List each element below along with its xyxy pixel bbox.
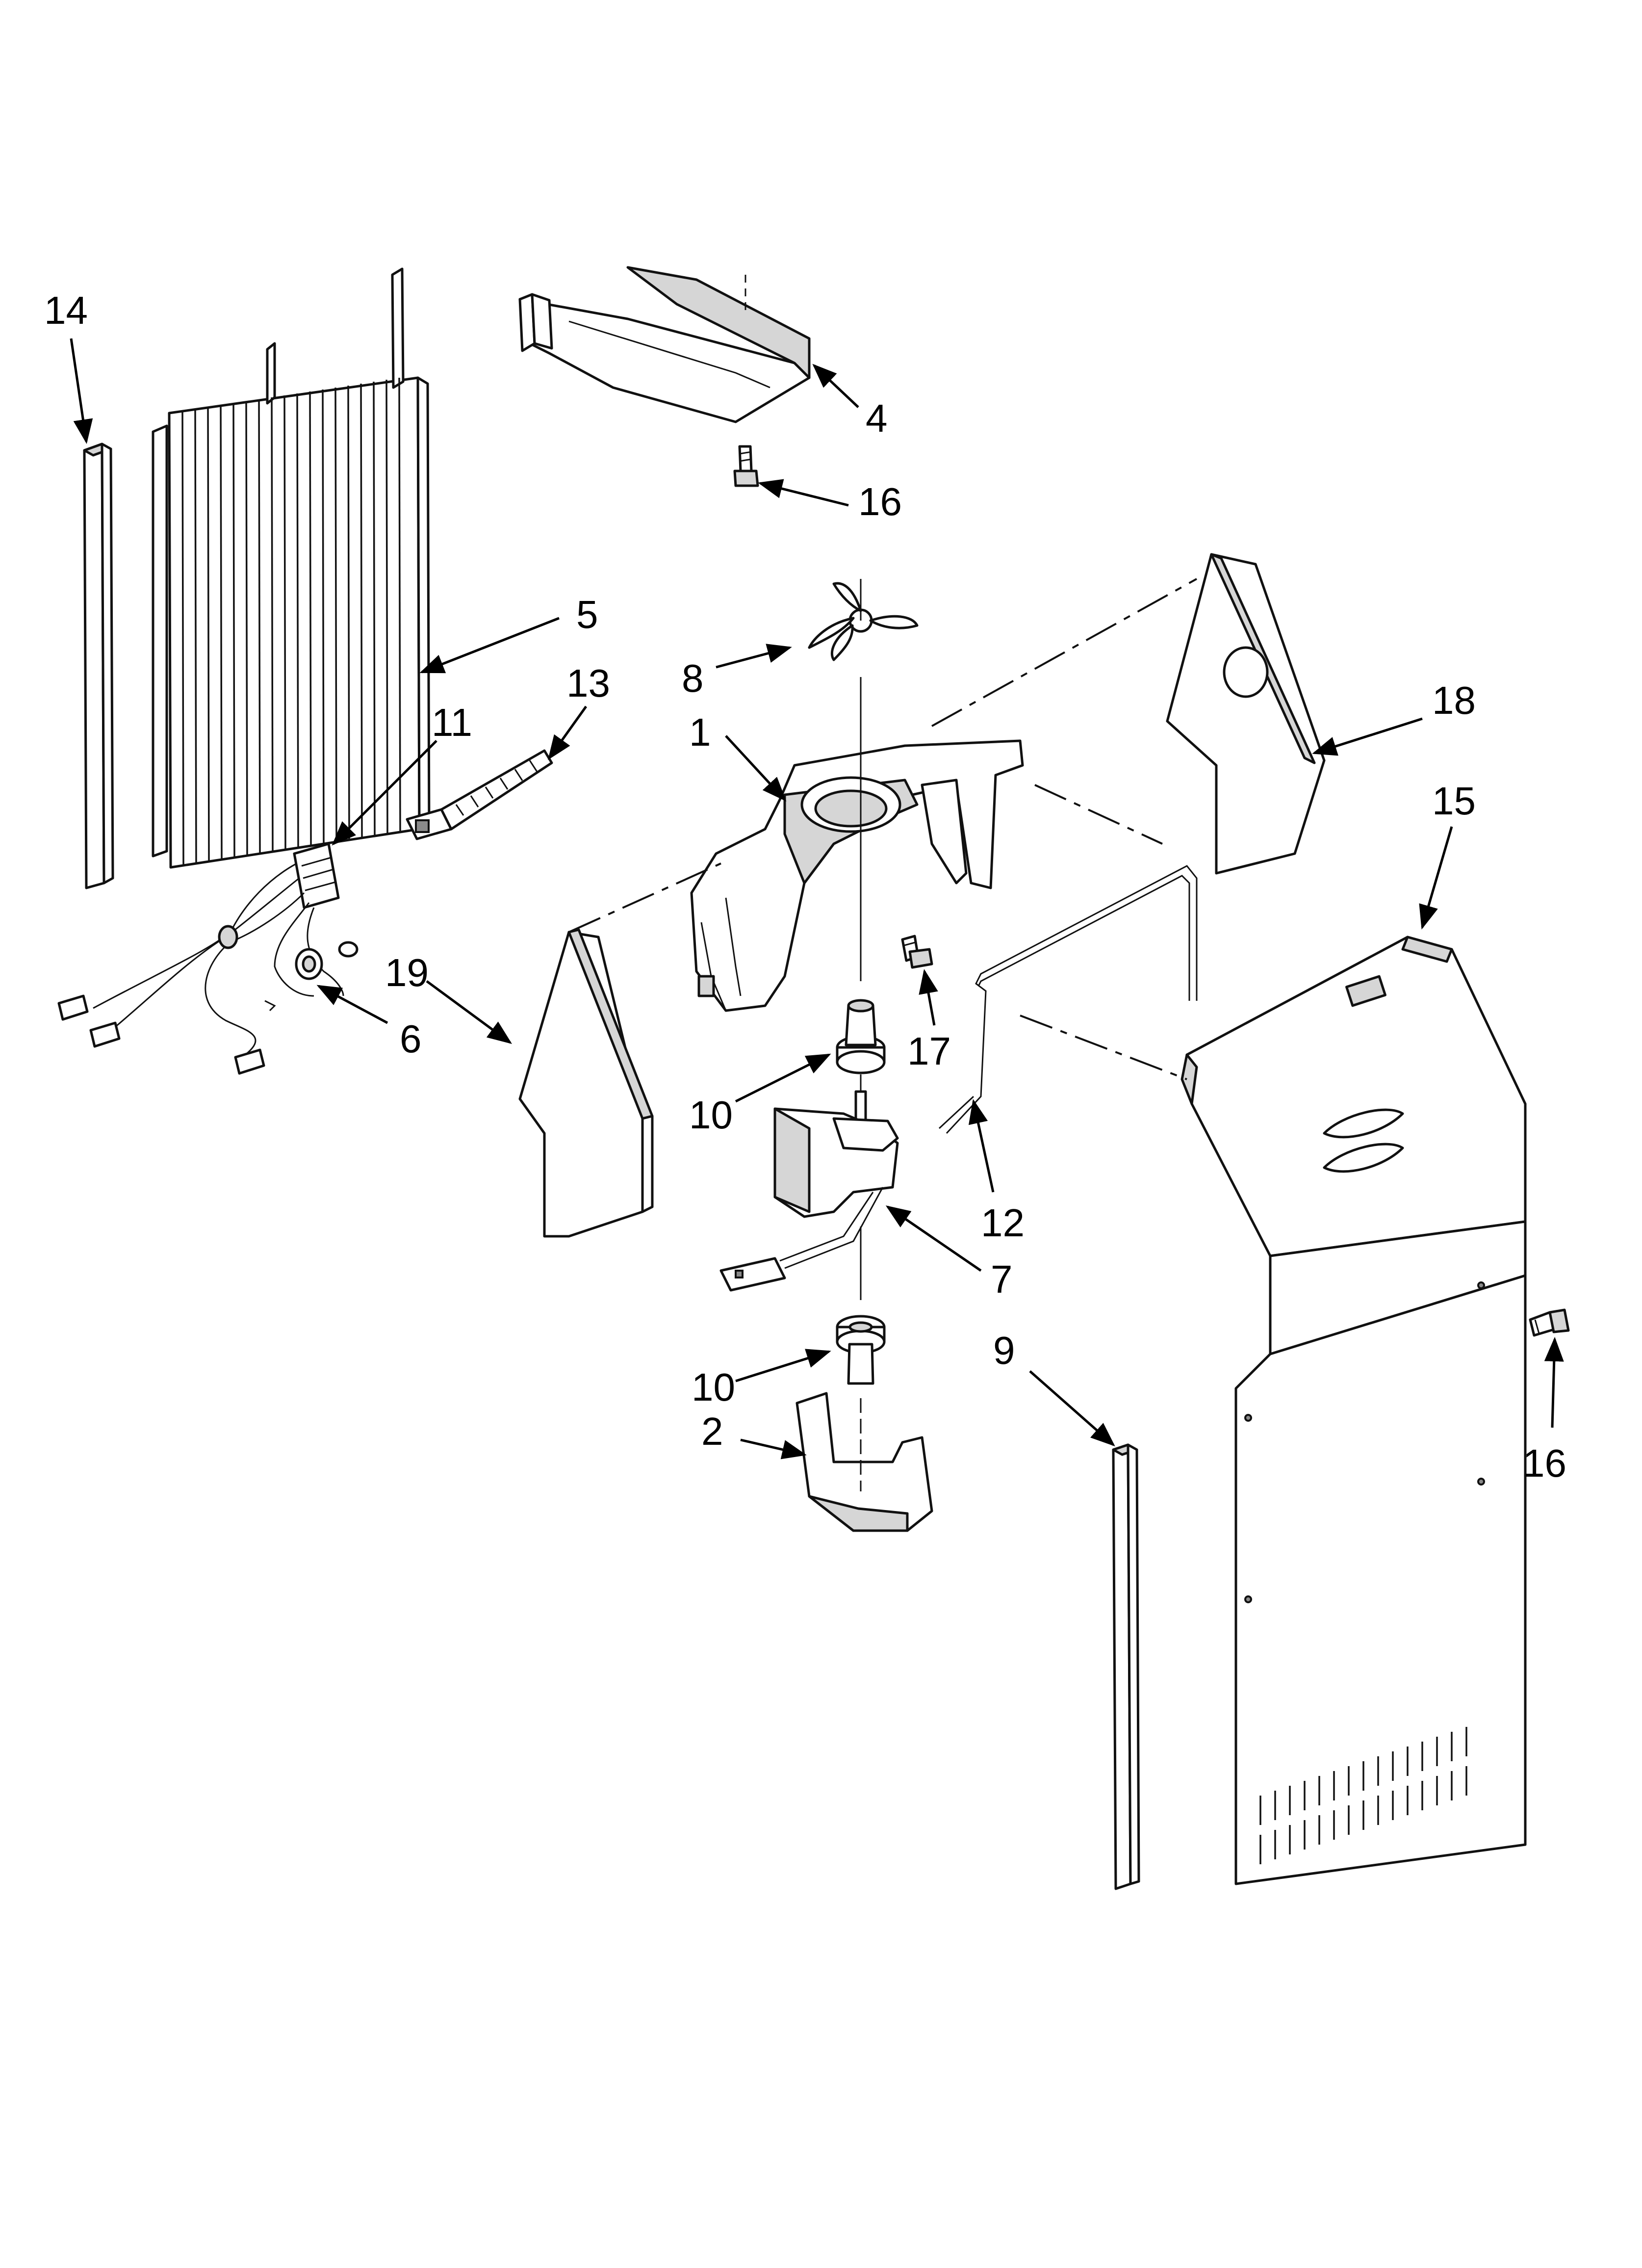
part-16-screw-top xyxy=(733,445,759,487)
vent-slots xyxy=(1259,1727,1467,1864)
callout-7: 7 xyxy=(991,1257,1013,1301)
part-10-grommet-lower xyxy=(836,1315,886,1385)
callout-14: 14 xyxy=(44,288,88,332)
panel-ribs xyxy=(181,377,401,866)
callout-2: 2 xyxy=(701,1409,723,1453)
callout-10b: 10 xyxy=(692,1365,735,1409)
callout-labels: 14 4 16 5 13 8 18 11 1 15 19 6 17 10 12 … xyxy=(44,288,1566,1485)
part-4-duct-bracket xyxy=(518,266,811,423)
callout-17: 17 xyxy=(907,1029,951,1073)
callout-18: 18 xyxy=(1432,678,1476,722)
callout-6: 6 xyxy=(400,1017,422,1061)
part-10-grommet-upper xyxy=(836,999,886,1074)
assembly-lines xyxy=(568,578,1197,1080)
part-13-cable-tie xyxy=(406,749,553,840)
part-16-screw-right xyxy=(1529,1308,1570,1337)
callout-1: 1 xyxy=(689,710,711,754)
callout-13: 13 xyxy=(566,661,610,705)
part-12-wire-hanger xyxy=(938,865,1198,1134)
callout-9: 9 xyxy=(993,1329,1015,1372)
part-11-wiring-harness xyxy=(57,842,359,1075)
part-14-trim-strip xyxy=(83,443,114,889)
part-2-motor-bracket xyxy=(795,1392,933,1532)
callout-15: 15 xyxy=(1432,779,1476,823)
part-15-rear-panel xyxy=(1180,936,1527,1885)
callout-11: 11 xyxy=(432,701,472,744)
part-19-left-baffle xyxy=(518,928,654,1238)
callout-8: 8 xyxy=(682,656,704,700)
part-7-fan-motor xyxy=(719,1074,899,1300)
leader-arrows xyxy=(70,338,1564,1460)
callout-16: 16 xyxy=(858,480,902,523)
part-18-right-baffle xyxy=(1166,553,1326,875)
callout-4: 4 xyxy=(866,396,888,440)
part-9-trim-strip xyxy=(1112,1443,1140,1890)
part-5-cover-panel xyxy=(152,267,431,869)
part-8-fan-blade xyxy=(808,579,919,661)
part-1-fan-shroud xyxy=(690,677,1024,1012)
callout-12: 12 xyxy=(981,1201,1025,1245)
part-17-screw xyxy=(901,935,933,969)
callout-5: 5 xyxy=(576,593,598,636)
callout-16b: 16 xyxy=(1523,1441,1566,1485)
callout-19: 19 xyxy=(385,951,429,994)
part-6-grommet xyxy=(295,948,323,980)
callout-10: 10 xyxy=(689,1093,733,1137)
